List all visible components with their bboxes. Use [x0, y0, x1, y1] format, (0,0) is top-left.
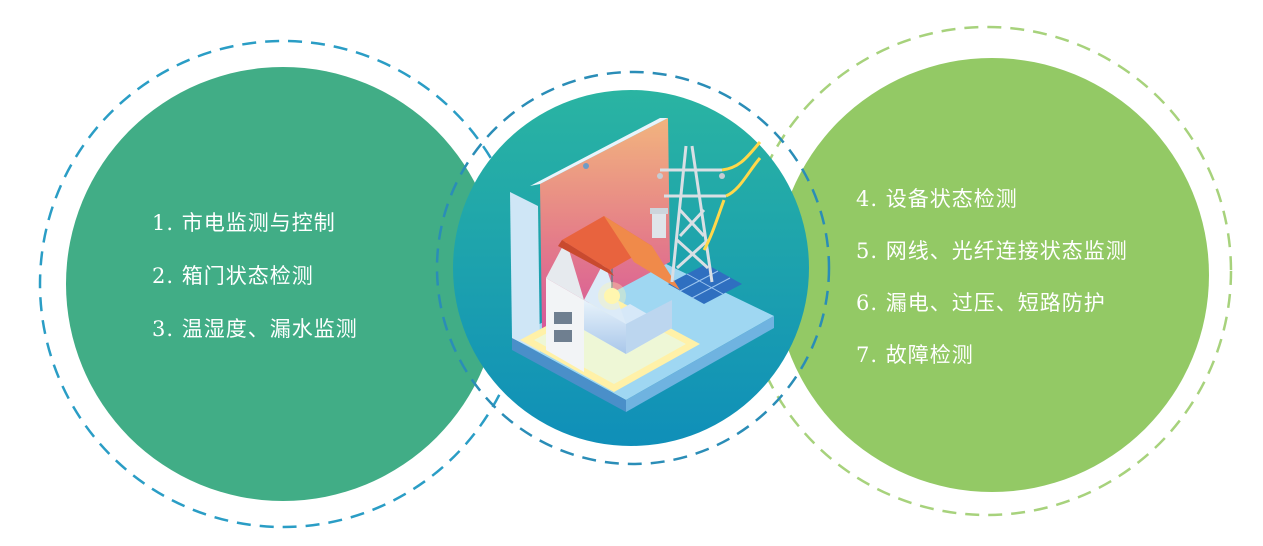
- left-feature-list: 1. 市电监测与控制 2. 箱门状态检测 3. 温湿度、漏水监测: [152, 208, 358, 367]
- feature-item-fault-detection: 7. 故障检测: [856, 343, 974, 367]
- smart-house-power-tower-icon: [510, 118, 774, 412]
- right-feature-circle: [775, 58, 1209, 492]
- feature-item-temp-humidity-leak: 3. 温湿度、漏水监测: [152, 317, 358, 341]
- feature-item-device-status: 4. 设备状态检测: [856, 187, 1018, 211]
- feature-item-door-status: 2. 箱门状态检测: [152, 264, 314, 288]
- feature-item-network-fiber: 5. 网线、光纤连接状态监测: [856, 239, 1128, 263]
- center-dashed-ring: [435, 70, 831, 466]
- left-feature-circle: [66, 67, 500, 501]
- feature-item-mains-monitoring: 1. 市电监测与控制: [152, 211, 336, 235]
- right-feature-list: 4. 设备状态检测 5. 网线、光纤连接状态监测 6. 漏电、过压、短路防护 7…: [856, 184, 1128, 392]
- feature-item-leakage-protection: 6. 漏电、过压、短路防护: [856, 291, 1106, 315]
